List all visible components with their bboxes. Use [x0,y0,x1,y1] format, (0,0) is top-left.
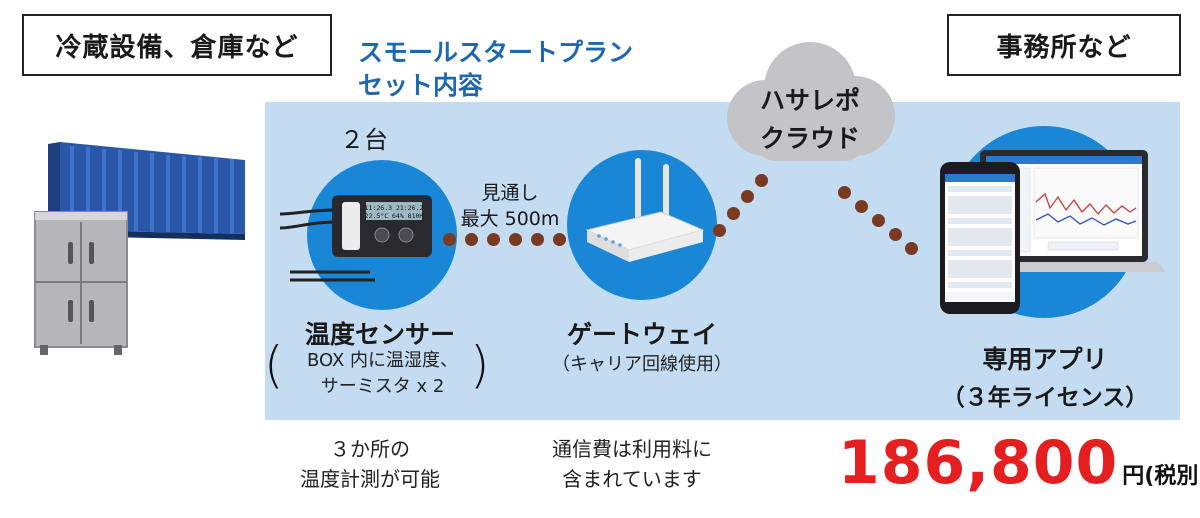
price-unit: 円(税別) [1122,464,1200,489]
sensor-name: 温度センサー [304,320,455,349]
fridge-icon [34,211,128,355]
device-display-line1: 11:26.3 21:26.2 [365,204,424,212]
communication-note: 通信費は利用料に 含まれています [522,434,742,494]
plan-title-line1: スモールスタートプラン [358,38,634,67]
cloud-icon [727,42,895,161]
price-value: 186,800 [838,428,1119,498]
connection-dot [443,233,456,246]
range-label-line2: 最大 500m [460,208,560,230]
sensor-desc-paren-right: ) [470,336,490,394]
sensor-description-line2: サーミスタ x 2 [320,376,445,397]
communication-note-line2: 含まれています [562,467,702,491]
office-label: 事務所など [947,14,1181,76]
measurement-note-line1: ３か所の [330,437,410,461]
connection-dot [509,233,522,246]
app-name: 専用アプリ [982,345,1108,374]
storage-label-text: 冷蔵設備、倉庫など [55,32,299,63]
sensor-quantity: ２台 [340,126,388,154]
connection-dot [727,207,740,220]
connection-dot [713,224,726,237]
storage-label: 冷蔵設備、倉庫など [22,14,332,76]
connection-dot [465,233,478,246]
range-label-line1: 見通し [481,182,539,204]
sensor-description-line1: BOX 内に温湿度、 [306,350,459,371]
measurement-note-line2: 温度計測が可能 [300,467,440,491]
gateway-name: ゲートウェイ [566,320,717,349]
cloud-label-line1: ハサレポ [759,86,860,115]
range-label: 見通し 最大 500m [440,180,580,232]
smartphone-icon [940,162,1020,314]
connection-dot [487,233,500,246]
connection-dot [872,214,885,227]
communication-note-line1: 通信費は利用料に [552,437,712,461]
gateway-router-icon [585,158,705,262]
connection-dot [905,242,918,255]
sensor-desc-paren-left: ( [264,336,284,394]
storage-illustration [34,142,245,355]
plan-title-line2: セット内容 [358,71,484,100]
cloud-label: ハサレポ クラウド [715,82,905,158]
connection-dot [553,233,566,246]
gateway-description: （キャリア回線使用） [552,354,732,375]
office-label-text: 事務所など [996,32,1132,63]
sensor-description: BOX 内に温湿度、 サーミスタ x 2 [290,348,475,400]
connection-dot [889,228,902,241]
connection-dot [755,174,768,187]
temperature-sensor-icon: 11:26.3 21:26.2 22.5°C 64% 810H [280,195,432,282]
price-block: 186,800 円(税別) [838,428,1200,498]
cloud-label-line2: クラウド [759,124,860,153]
app-devices-icon [940,150,1166,314]
app-description: （３年ライセンス） [941,385,1149,411]
connection-dot [838,186,851,199]
connection-dot [855,200,868,213]
plan-title: スモールスタートプラン セット内容 [358,36,633,102]
connection-dot [741,190,754,203]
connection-dot [531,233,544,246]
measurement-note: ３か所の 温度計測が可能 [270,434,470,494]
device-display-line2: 22.5°C 64% 810H [365,212,424,220]
